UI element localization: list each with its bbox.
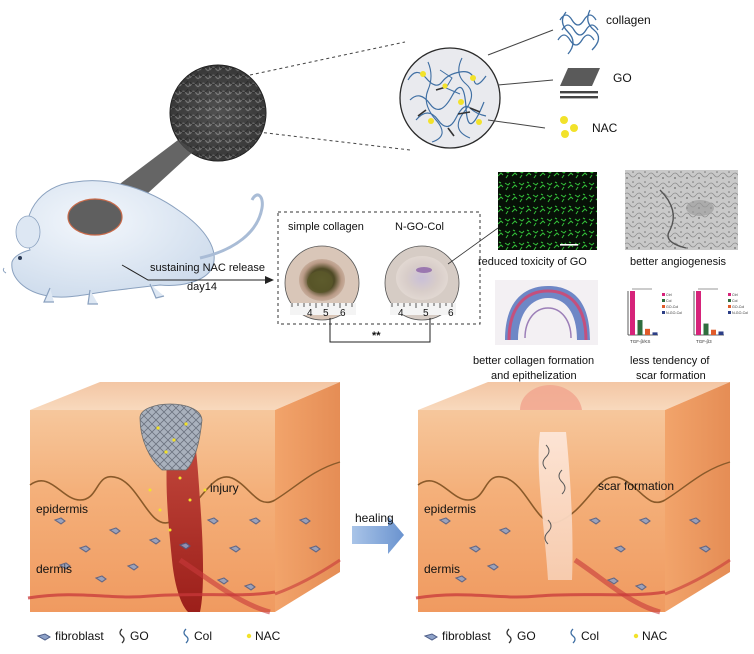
chart-bar-left-3 bbox=[652, 332, 658, 335]
label-dermis-right: dermis bbox=[424, 562, 461, 576]
label-epidermis-left: epidermis bbox=[36, 502, 89, 516]
skin-diagrams bbox=[27, 382, 731, 644]
ruler-tick: 4 bbox=[307, 308, 313, 319]
chart-legend-swatch-right-2 bbox=[728, 305, 731, 308]
photo-title-simple-collagen: simple collagen bbox=[288, 221, 364, 233]
collagen-stain-image bbox=[495, 280, 598, 345]
chart-legend-swatch-right-0 bbox=[728, 293, 731, 296]
legend-collagen-label: collagen bbox=[606, 13, 651, 27]
release-day-label: day14 bbox=[187, 281, 217, 293]
label-healing: healing bbox=[355, 511, 394, 525]
legend-line bbox=[487, 119, 546, 129]
chart-legend-swatch-right-3 bbox=[728, 311, 731, 314]
caption-toxicity: reduced toxicity of GO bbox=[478, 256, 587, 268]
angiogenesis-image bbox=[625, 170, 738, 250]
skin-block-injury bbox=[27, 382, 341, 615]
chart-bar-right-1 bbox=[703, 323, 709, 335]
legend-fibroblast-right: fibroblast bbox=[442, 629, 491, 643]
chart-legend-label-left-3: N-GO-Col bbox=[666, 311, 682, 315]
label-scar-formation: scar formation bbox=[598, 479, 675, 493]
chart-legend-swatch-left-3 bbox=[662, 311, 665, 314]
chart-legend-swatch-left-1 bbox=[662, 299, 665, 302]
fluorescence-image bbox=[498, 172, 597, 250]
ruler-tick: 6 bbox=[340, 308, 346, 319]
caption-angiogenesis: better angiogenesis bbox=[630, 256, 727, 268]
legend-line bbox=[487, 29, 554, 56]
significance-bracket bbox=[329, 318, 431, 343]
legend-nac-label: NAC bbox=[592, 121, 618, 135]
chart-legend-swatch-left-0 bbox=[662, 293, 665, 296]
release-label: sustaining NAC release bbox=[150, 262, 265, 274]
sem-image bbox=[169, 64, 267, 162]
chart-legend-swatch-right-1 bbox=[728, 299, 731, 302]
chart-bar-right-2 bbox=[711, 329, 716, 335]
skin-block-healed bbox=[415, 382, 731, 615]
mouse-illustration bbox=[2, 180, 264, 305]
legend-icons bbox=[36, 628, 639, 644]
wound-photo-simple-collagen bbox=[284, 245, 360, 321]
chart-legend-label-right-1: Col bbox=[732, 299, 738, 303]
legend-col-left: Col bbox=[194, 629, 213, 643]
legend-line bbox=[497, 79, 554, 86]
chart-legend-label-right-0: Ctrl bbox=[732, 293, 738, 297]
mouse-wound-site bbox=[67, 198, 123, 236]
caption-scar-line2: scar formation bbox=[636, 370, 706, 382]
chart-bar-right-0 bbox=[696, 291, 701, 335]
chart-legend-label-right-2: GO-Col bbox=[732, 305, 744, 309]
legend-go-left: GO bbox=[130, 629, 149, 643]
chart-xlabel-left: TGF-β/KS bbox=[630, 339, 650, 344]
release-arrow bbox=[121, 264, 274, 284]
caption-scar-line1: less tendency of bbox=[630, 355, 710, 367]
healing-arrow bbox=[352, 516, 404, 554]
ruler-tick: 4 bbox=[398, 308, 404, 319]
legend-go-right: GO bbox=[517, 629, 536, 643]
collagen-icon bbox=[557, 9, 600, 55]
legend-col-right: Col bbox=[581, 629, 600, 643]
chart-bar-left-2 bbox=[645, 328, 650, 335]
composite-scaffold bbox=[399, 47, 501, 149]
chart-bar-left-1 bbox=[637, 320, 643, 335]
label-injury: injury bbox=[210, 481, 239, 495]
wound-photo-n-go-col bbox=[384, 245, 460, 321]
scale-bar bbox=[560, 244, 578, 246]
wound-photo-frame bbox=[277, 211, 481, 325]
zoom-line bbox=[257, 131, 411, 151]
label-epidermis-right: epidermis bbox=[424, 502, 477, 516]
caption-collagen-line2: and epithelization bbox=[491, 370, 577, 382]
ruler-tick: 5 bbox=[323, 308, 329, 319]
caption-collagen-line1: better collagen formation bbox=[473, 355, 595, 367]
photo-title-n-go-col: N-GO-Col bbox=[395, 221, 444, 233]
go-icon bbox=[560, 68, 600, 99]
chart-bar-left-0 bbox=[630, 291, 635, 335]
legend-go-label: GO bbox=[613, 71, 632, 85]
legend-fibroblast-left: fibroblast bbox=[55, 629, 104, 643]
pointer-line bbox=[447, 227, 499, 265]
chart-xlabel-right: TGF-β3 bbox=[696, 339, 712, 344]
ruler-tick: 5 bbox=[423, 308, 429, 319]
label-dermis-left: dermis bbox=[36, 562, 73, 576]
legend-nac-right: NAC bbox=[642, 629, 668, 643]
chart-bar-right-3 bbox=[718, 331, 724, 335]
chart-legend-label-right-3: N-GO-Col bbox=[732, 311, 748, 315]
chart-legend-label-left-2: GO-Col bbox=[666, 305, 678, 309]
nac-icon bbox=[560, 116, 578, 138]
chart-legend-swatch-left-2 bbox=[662, 305, 665, 308]
ruler-tick: 6 bbox=[448, 308, 454, 319]
chart-legend-label-left-0: Ctrl bbox=[666, 293, 672, 297]
chart-legend-label-left-1: Col bbox=[666, 299, 672, 303]
significance-marker: ** bbox=[372, 330, 381, 342]
legend-nac-left: NAC bbox=[255, 629, 281, 643]
zoom-line bbox=[249, 41, 406, 76]
